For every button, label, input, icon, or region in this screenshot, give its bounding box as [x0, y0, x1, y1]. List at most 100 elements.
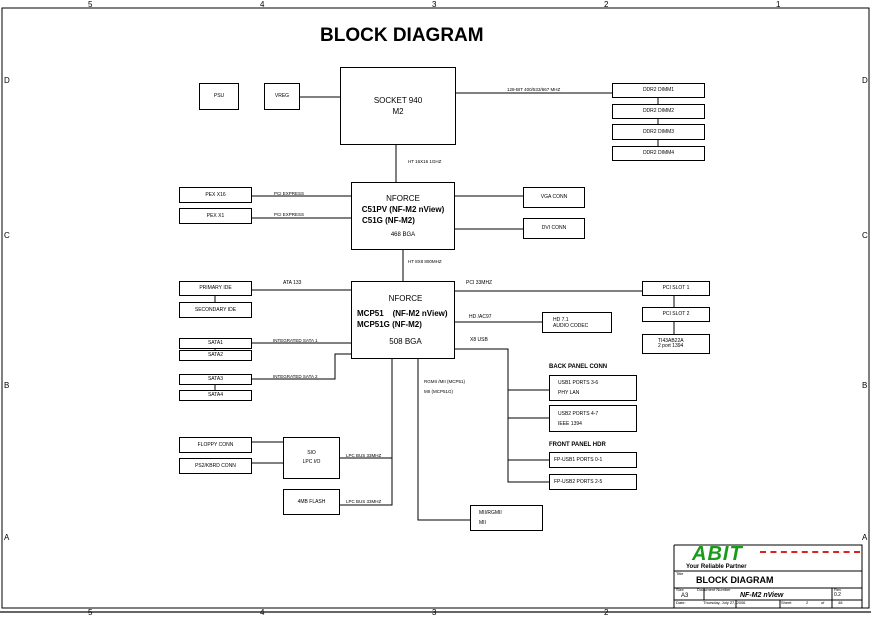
- pex16-block: PEX X16: [179, 187, 252, 203]
- pcie16-label: PCI EXPRESS: [274, 191, 305, 196]
- zone-col-3: 3: [432, 0, 437, 9]
- primary-ide-label: PRIMARY IDE: [199, 285, 232, 291]
- codec-sub: AUDIO CODEC: [553, 322, 589, 329]
- ps2-label: PS2/KBRD CONN: [195, 462, 236, 469]
- mcp51-label: NFORCE: [388, 293, 423, 303]
- zone-row-c: C: [4, 231, 10, 240]
- ata-label: ATA 133: [283, 280, 302, 286]
- socket-label: SOCKET 940: [373, 95, 423, 105]
- lpc2-label: LPC BUS 33MHZ: [346, 499, 382, 504]
- sheet-label: Sheet: [781, 600, 792, 605]
- sheet-value: 2: [806, 600, 809, 605]
- dimm-label: DDR2 DIMM3: [642, 128, 675, 135]
- sata1-block: SATA1: [179, 338, 252, 349]
- sata2-block: SATA2: [179, 350, 252, 361]
- sio-sub: LPC I/O: [302, 459, 321, 465]
- dimm2-block: DDR2 DIMM2: [612, 104, 705, 119]
- front-panel-header: FRONT PANEL HDR: [549, 442, 606, 448]
- lpc1-label: LPC BUS 33MHZ: [346, 453, 382, 458]
- c51-package: 468 BGA: [390, 231, 416, 238]
- size-label: Size: [676, 587, 684, 592]
- sata2-link-label: INTEGRATED SATA 2: [273, 374, 318, 379]
- mcp51-package: 508 BGA: [389, 337, 422, 347]
- title-field: BLOCK DIAGRAM: [696, 575, 774, 585]
- pci-slot1-block: PCI SLOT 1: [642, 281, 710, 296]
- pex1-label: PEX X1: [206, 212, 225, 219]
- mcp51-variant-1: MCP51 (NF-M2 nView): [357, 308, 448, 318]
- mcp51-variant-2: MCP51G (NF-M2): [357, 320, 422, 329]
- memory-bus-label: 128-BIT 400/533/667 MHZ: [507, 87, 561, 92]
- zone-row-c-right: C: [862, 231, 868, 240]
- pci-label: PCI 33MHZ: [466, 280, 493, 286]
- ti-sub: 2 port 1394: [658, 343, 684, 349]
- vreg-label: VREG: [274, 93, 290, 99]
- fp-usb2-block: FP-USB2 PORTS 2-5: [549, 474, 637, 490]
- zone-col-4-bottom: 4: [260, 608, 265, 617]
- mii-label: MII/RGMII: [479, 510, 502, 516]
- zone-col-2-bottom: 2: [604, 608, 609, 617]
- zone-row-a: A: [4, 533, 10, 542]
- secondary-ide-block: SECONDARY IDE: [179, 302, 252, 318]
- hd-label: HD /AC97: [469, 314, 492, 320]
- dimm-label: DDR2 DIMM2: [642, 108, 675, 114]
- zone-col-5: 5: [88, 0, 93, 9]
- ht1-label: HT 16X16 1GHZ: [408, 159, 442, 164]
- secondary-ide-label: SECONDARY IDE: [194, 306, 237, 313]
- sheet-total: 48: [838, 600, 843, 605]
- date-label: Date:: [676, 600, 686, 605]
- mii-sub: MII: [479, 520, 486, 526]
- sio-label: SIO: [307, 450, 316, 456]
- dvi-conn-block: DVI CONN: [523, 218, 585, 239]
- dimm1-block: DDR2 DIMM1: [612, 83, 705, 98]
- sata2-label: SATA2: [207, 352, 224, 358]
- mcp51-southbridge-block: NFORCE MCP51 (NF-M2 nView) MCP51G (NF-M2…: [351, 281, 455, 359]
- size-value: A3: [681, 593, 689, 599]
- doc-number: NF-M2 nView: [740, 592, 784, 599]
- floppy-label: FLOPPY CONN: [197, 441, 234, 448]
- c51-label: NFORCE: [386, 194, 420, 204]
- sata4-block: SATA4: [179, 390, 252, 401]
- dimm-label: DDR2 DIMM1: [642, 87, 675, 93]
- zone-col-2: 2: [604, 0, 609, 9]
- psu-block: PSU: [199, 83, 239, 110]
- flash-block: 4MB FLASH: [283, 489, 340, 515]
- c51-variant-2: C51G (NF-M2): [362, 216, 415, 226]
- page-title: BLOCK DIAGRAM: [320, 25, 484, 46]
- zone-row-a-right: A: [862, 533, 868, 542]
- ps2-conn-block: PS2/KBRD CONN: [179, 458, 252, 474]
- codec-label: HD 7.1: [553, 316, 569, 323]
- zone-row-d-right: D: [862, 76, 868, 85]
- back-panel-header: BACK PANEL CONN: [549, 364, 608, 370]
- fp-usb1-block: FP-USB1 PORTS 0-1: [549, 452, 637, 468]
- zone-col-4: 4: [260, 0, 265, 9]
- usb2-label: USB2 PORTS 4-7: [558, 410, 599, 417]
- zone-row-b-right: B: [862, 381, 868, 390]
- sata3-label: SATA3: [207, 376, 224, 382]
- title-field-label: Title: [676, 571, 684, 576]
- rev-label: Rev: [834, 587, 842, 592]
- vreg-block: VREG: [264, 83, 300, 110]
- sata1-link-label: INTEGRATED SATA 1: [273, 338, 318, 343]
- usb-label: X8 USB: [470, 337, 488, 343]
- vga-label: VGA CONN: [540, 194, 568, 200]
- usb1-sub: PHY LAN: [558, 390, 580, 396]
- pcie1-label: PCI EXPRESS: [274, 212, 305, 217]
- dimm3-block: DDR2 DIMM3: [612, 124, 705, 140]
- mii-link-label: MII (MCP51G): [424, 389, 454, 394]
- sata4-label: SATA4: [207, 392, 224, 398]
- c51-variant-1: C51PV (NF-M2 nView): [361, 205, 445, 215]
- fp-usb1-label: FP-USB1 PORTS 0-1: [554, 456, 603, 463]
- pci-slot1-label: PCI SLOT 1: [662, 285, 690, 291]
- dimm4-block: DDR2 DIMM4: [612, 146, 705, 161]
- usb2-sub: IEEE 1394: [558, 420, 582, 427]
- zone-col-1: 1: [776, 0, 781, 9]
- pex1-block: PEX X1: [179, 208, 252, 224]
- usb1-label: USB1 PORTS 3-6: [558, 380, 599, 386]
- fp-usb2-label: FP-USB2 PORTS 2-5: [554, 478, 603, 485]
- rev-value: 0.2: [834, 592, 841, 598]
- of-label: of: [821, 600, 825, 605]
- flash-label: 4MB FLASH: [297, 498, 326, 505]
